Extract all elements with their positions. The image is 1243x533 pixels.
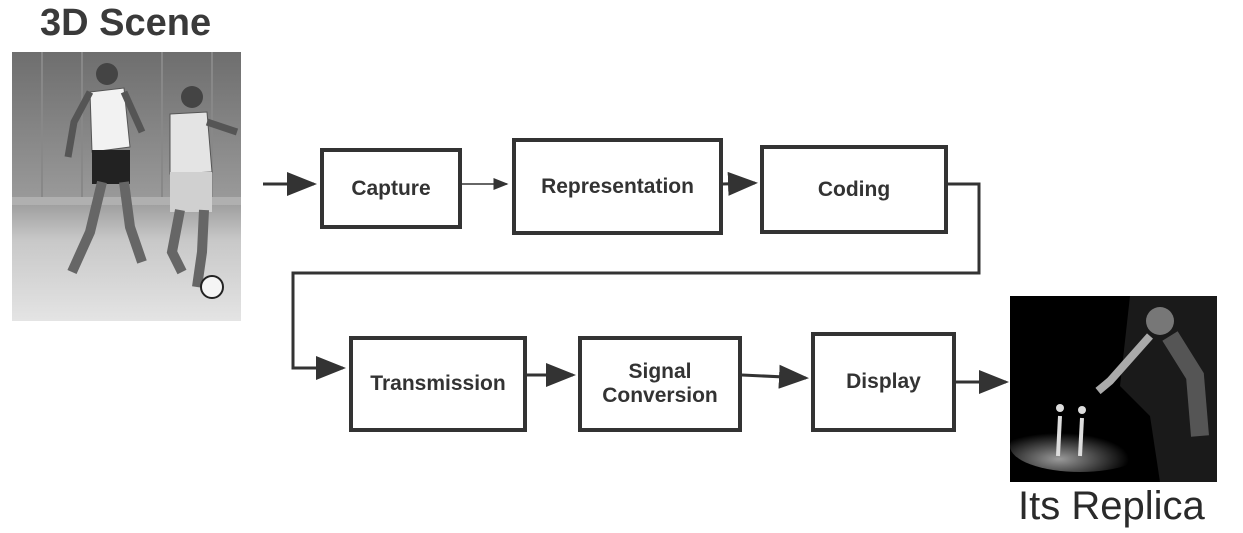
capture-label: Capture [351, 176, 431, 200]
transmission-label: Transmission [370, 372, 506, 395]
transmission-box: Transmission [349, 336, 527, 432]
representation-box: Representation [512, 138, 723, 235]
signal-conversion-label: Signal Conversion [602, 360, 718, 407]
signal-conversion-box: Signal Conversion [578, 336, 742, 432]
scene-title: 3D Scene [40, 2, 212, 44]
display-box: Display [811, 332, 956, 432]
capture-box: Capture [320, 148, 462, 229]
holographic-replica-photo [1010, 296, 1217, 482]
replica-title: Its Replica [1018, 484, 1205, 528]
display-label: Display [846, 370, 921, 393]
coding-box: Coding [760, 145, 948, 234]
soccer-scene-photo [12, 52, 241, 321]
coding-label: Coding [817, 177, 891, 201]
representation-label: Representation [541, 174, 694, 198]
